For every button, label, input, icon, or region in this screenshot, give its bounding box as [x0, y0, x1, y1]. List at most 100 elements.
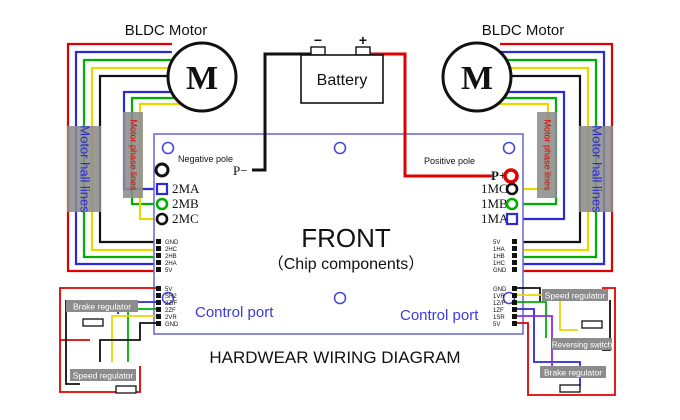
negative-pole-label: Negative pole	[178, 154, 233, 164]
left-control-header: 5V SR2 2Z/F 2ZF 2VR GND	[156, 286, 179, 328]
battery-label: Battery	[317, 72, 368, 89]
power-terminals: Negative pole P− Positive pole P+	[154, 154, 519, 184]
left-ctrl-wire-green	[127, 308, 156, 362]
right-hall-label: Motor hall lines	[590, 125, 605, 213]
header-pin	[512, 307, 517, 312]
header-pin	[156, 300, 161, 305]
positive-pole-label: Positive pole	[424, 156, 475, 166]
battery-pos-sign: +	[359, 32, 367, 48]
left-motor-symbol: M	[186, 60, 218, 97]
hall-pin-label: 1HA	[493, 247, 505, 253]
left-hall-header: GND 2HC 2HB 2HA 5V	[156, 239, 179, 274]
right-motor-body	[441, 41, 513, 113]
mounting-hole	[161, 141, 175, 155]
diagram-title: HARDWEAR WIRING DIAGRAM	[209, 348, 460, 367]
header-pin	[512, 253, 517, 258]
hall-pin-label: 1HB	[493, 254, 505, 260]
right-ctrl-wire-yellow	[517, 294, 578, 331]
phase-terminal-label: 2MB	[172, 196, 199, 211]
right-hall-label-strip	[579, 126, 613, 212]
speed-regulator-right-box	[542, 289, 608, 301]
speed-regulator-left-label: Speed regulator	[73, 371, 134, 381]
brake-regulator-right-label: Brake regulator	[544, 368, 602, 378]
hall-pin-label: 2HB	[165, 254, 177, 260]
left-motor-title: BLDC Motor	[125, 22, 208, 39]
control-pin-label: 2VR	[165, 315, 177, 321]
left-ctrl-wire-black	[99, 322, 156, 362]
phase-terminal-label: 1MB	[481, 196, 508, 211]
left-ctrl-wire-yellow	[111, 315, 156, 362]
left-phase-terminals: 2MA 2MB 2MC	[155, 181, 200, 226]
header-pin	[156, 307, 161, 312]
control-port-right-label: Control port	[400, 307, 479, 324]
header-pin	[156, 267, 161, 272]
hall-pin-label: 1HC	[493, 261, 506, 267]
left-hall-label-strip	[67, 126, 101, 212]
right-ctrl-wire-black	[517, 287, 541, 302]
header-pin	[512, 300, 517, 305]
board-subheading: （Chip components）	[268, 255, 425, 273]
header-pin	[512, 267, 517, 272]
hall-pin-label: GND	[165, 240, 179, 246]
header-pin	[156, 253, 161, 258]
right-motor: BLDC Motor M	[441, 22, 564, 113]
header-pin	[512, 286, 517, 291]
phase-terminal	[505, 197, 519, 211]
phase-terminal-label: 1MC	[481, 181, 508, 196]
control-pin-label: 2Z/F	[165, 301, 178, 307]
control-pin-label: SR2	[165, 294, 177, 300]
mounting-holes	[161, 141, 516, 305]
mounting-hole	[333, 141, 347, 155]
right-ctrl-wire-green	[517, 301, 547, 338]
speed-regulator-right-pot	[581, 320, 603, 329]
header-pin	[512, 293, 517, 298]
right-motor-symbol: M	[461, 60, 493, 97]
left-motor-body	[166, 41, 238, 113]
header-pin	[512, 314, 517, 319]
speed-regulator-right-label: Speed regulator	[545, 291, 606, 301]
speed-regulator-left-pot	[115, 385, 137, 394]
header-pin	[156, 286, 161, 291]
header-pin	[512, 246, 517, 251]
control-pin-label: 1VR	[493, 294, 505, 300]
control-pin-label: 1SR	[493, 315, 505, 321]
header-pin	[156, 246, 161, 251]
control-pin-label: GND	[165, 322, 179, 328]
header-pin	[512, 239, 517, 244]
header-pin	[156, 314, 161, 319]
left-phase-label: Motor phase lines	[129, 119, 139, 191]
right-phase-label-strip	[537, 112, 557, 198]
right-phase-wire-blue	[498, 90, 566, 221]
mounting-hole	[161, 291, 175, 305]
control-pin-label: GND	[493, 287, 507, 293]
header-pin	[156, 293, 161, 298]
phase-terminal	[155, 197, 169, 211]
header-pin	[512, 260, 517, 265]
positive-power-wire	[363, 52, 492, 178]
phase-terminal	[155, 182, 169, 196]
phase-terminal	[505, 182, 519, 196]
phase-terminal	[505, 212, 519, 226]
brake-regulator-left-label: Brake regulator	[73, 302, 131, 312]
positive-terminal-label: P+	[491, 168, 506, 183]
mounting-hole	[333, 291, 347, 305]
hall-pin-label: 2HC	[165, 247, 178, 253]
control-pin-label: 1Z/F	[493, 301, 506, 307]
phase-terminal-label: 2MA	[172, 181, 200, 196]
negative-power-wire	[252, 52, 318, 172]
positive-terminal	[503, 168, 519, 184]
header-pin	[156, 239, 161, 244]
battery: Battery − +	[252, 32, 492, 178]
label-strips: Motor hall lines Motor phase lines Motor…	[67, 112, 613, 213]
header-pin	[512, 321, 517, 326]
board-heading: FRONT	[301, 223, 391, 253]
control-pin-label: 1ZF	[493, 308, 504, 314]
reversing-switch-box	[552, 338, 612, 350]
header-pin	[156, 260, 161, 265]
control-pin-label: 5V	[165, 287, 172, 293]
negative-terminal	[154, 162, 170, 178]
header-pin	[156, 321, 161, 326]
battery-body	[300, 54, 384, 104]
